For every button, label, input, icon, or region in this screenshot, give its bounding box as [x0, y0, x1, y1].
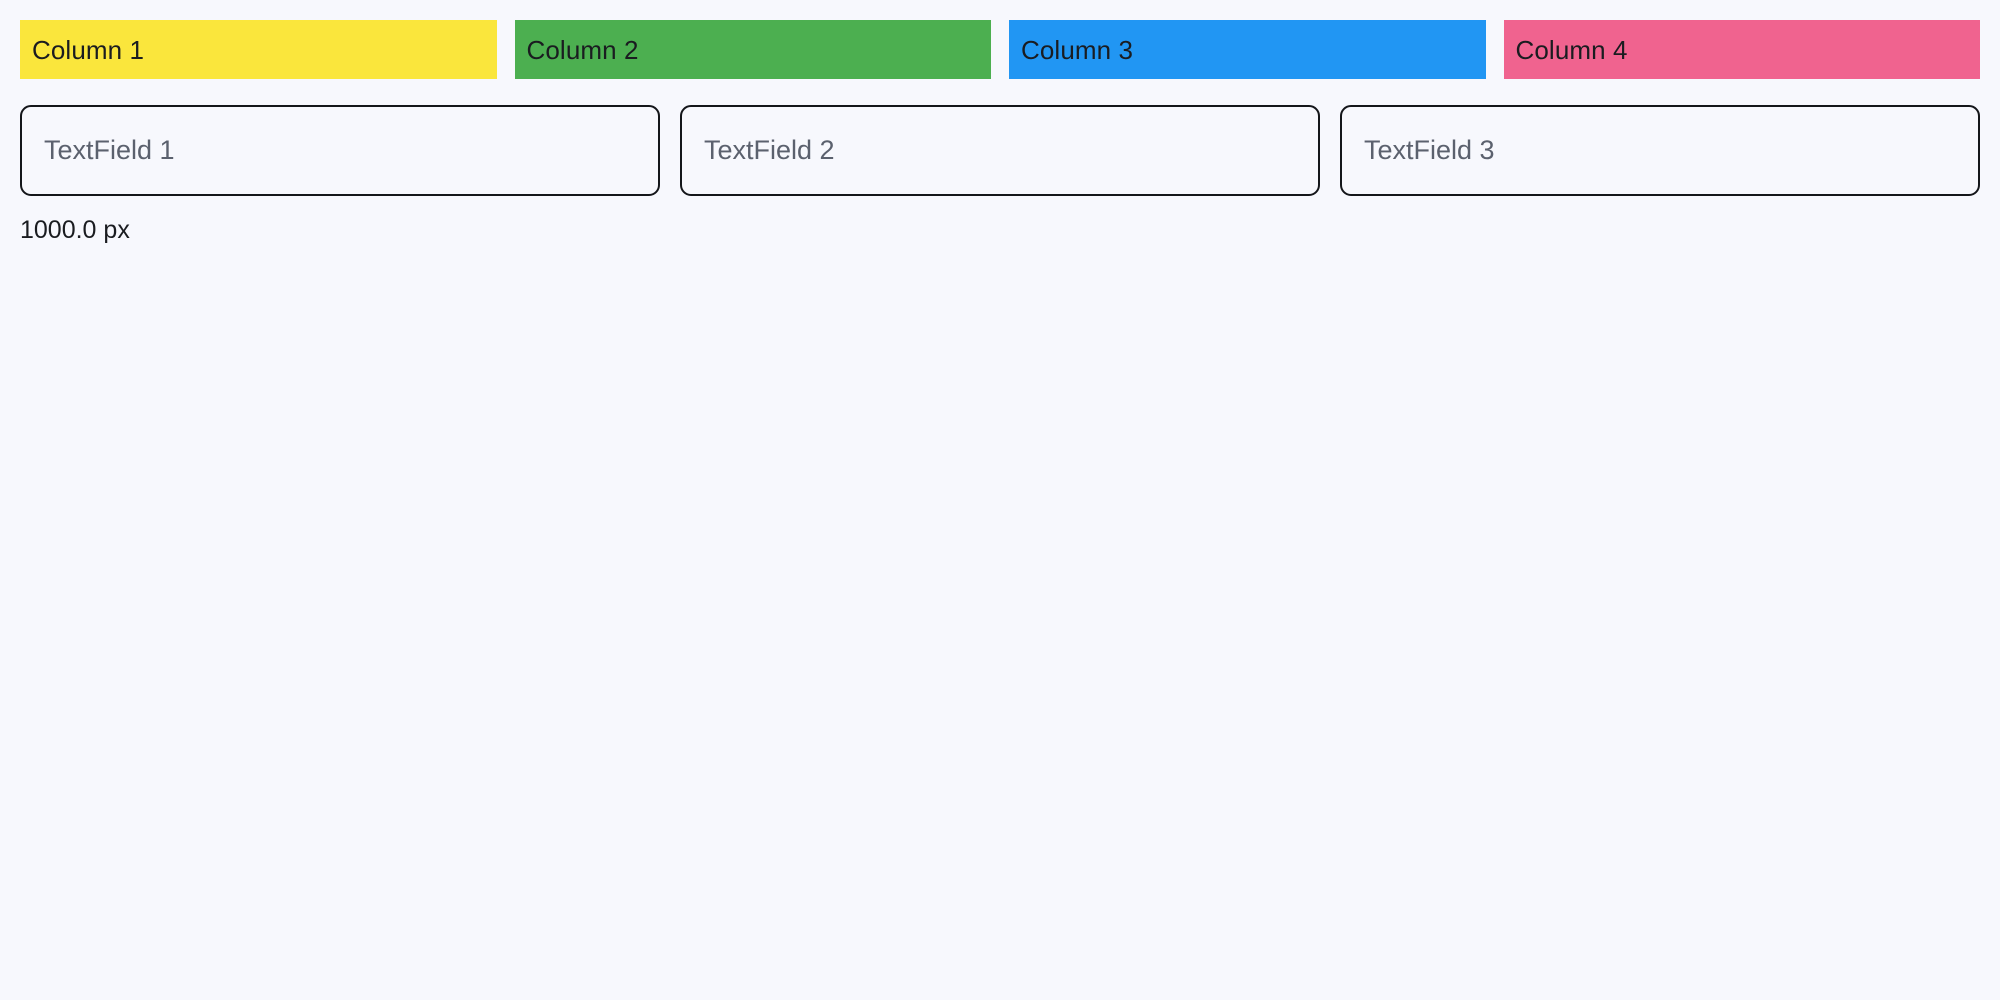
textfield-container-2[interactable] — [680, 105, 1320, 196]
textfield-input-2[interactable] — [704, 135, 1296, 166]
textfield-container-3[interactable] — [1340, 105, 1980, 196]
column-label: Column 3 — [1021, 36, 1134, 63]
textfield-row — [20, 105, 1980, 196]
status-row: 1000.0 px — [20, 218, 1980, 243]
textfield-input-1[interactable] — [44, 135, 636, 166]
column-label: Column 1 — [32, 36, 145, 63]
column-label: Column 2 — [526, 36, 639, 63]
textfield-input-3[interactable] — [1364, 135, 1956, 166]
column-cell-4[interactable]: Column 4 — [1503, 20, 1980, 79]
column-row: Column 1 Column 2 Column 3 Column 4 — [20, 20, 1980, 79]
measurement-label: 1000.0 px — [20, 216, 130, 244]
column-cell-3[interactable]: Column 3 — [1009, 20, 1486, 79]
textfield-container-1[interactable] — [20, 105, 660, 196]
empty-content-area — [20, 243, 1980, 953]
column-label: Column 4 — [1515, 36, 1628, 63]
column-cell-2[interactable]: Column 2 — [514, 20, 991, 79]
column-cell-1[interactable]: Column 1 — [20, 20, 497, 79]
